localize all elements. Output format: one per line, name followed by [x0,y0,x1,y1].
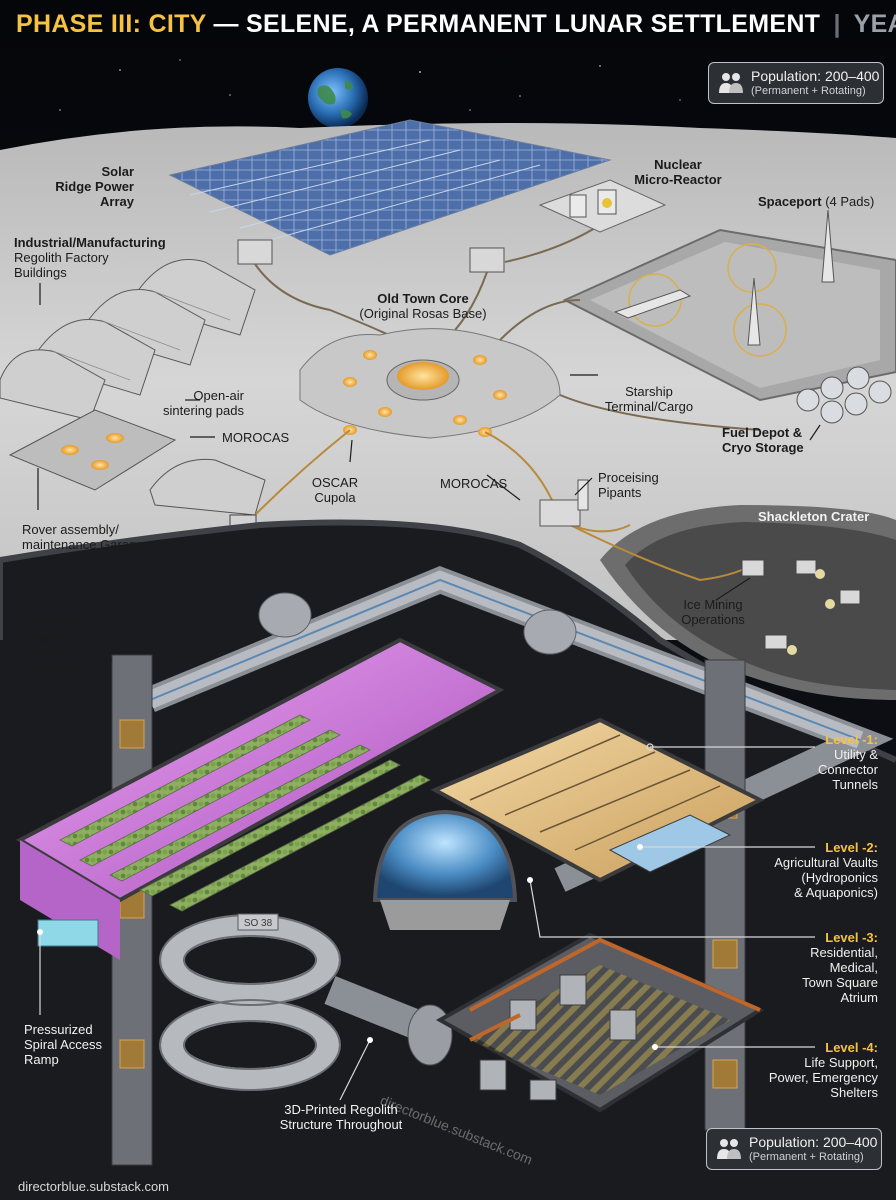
label-ice-mining: Ice Mining Operations [681,597,745,627]
label-industrial: Industrial/Manufacturing Regolith Factor… [14,235,166,280]
label-nuclear-reactor: Nuclear Micro-Reactor [634,157,722,187]
label-morocas-mid: MOROCAS [440,476,508,491]
level-2-label: Level -2: Agricultural Vaults (Hydroponi… [774,840,878,900]
title-dash: — [213,10,239,38]
population-value: Population: 200–400 [749,1134,878,1150]
level-1-label: Level -1: Utility & Connector Tunnels [818,732,878,792]
title-bar: PHASE III: CITY — SELENE, A PERMANENT LU… [0,0,896,50]
label-starship-terminal: Starship Terminal/Cargo [604,384,694,414]
label-oscar-cupola: OSCAR Cupola [311,475,359,505]
label-old-town-core: Old Town Core (Original Rosas Base) [359,291,487,321]
title-phase: PHASE III: CITY [16,10,207,38]
label-spaceport: Spaceport (4 Pads) [758,194,875,209]
page-title: PHASE III: CITY — SELENE, A PERMANENT LU… [16,10,896,39]
label-fuel-depot: Fuel Depot & Cryo Storage [722,425,804,455]
population-note: (Permanent + Rotating) [751,85,866,97]
title-name: SELENE, A PERMANENT LUNAR SETTLEMENT [246,10,821,38]
label-printed-structure-bottom: 3D-Printed Regolith Structure Throughout [279,1102,403,1132]
label-sintering-pads: Open-air sintering pads [163,388,244,418]
population-note: (Permanent + Rotating) [749,1151,864,1163]
people-icon [719,73,743,93]
label-spiral-ramp: Pressurized Spiral Access Ramp [24,1022,103,1067]
label-processing-plants: Proceising Pipants [598,470,659,500]
label-printed-structure-top: 3D-Printed Regolith Structure Throughout [22,615,89,675]
label-solar-array: Solar Ridge Power Array [55,164,134,209]
population-badge-top: Population: 200–400 (Permanent + Rotatin… [708,62,884,104]
title-years: YEARS 5–20 [853,10,896,38]
ramp-sign: SO 38 [244,918,273,929]
population-value: Population: 200–400 [751,68,880,84]
credit-link[interactable]: directorblue.substack.com [18,1179,170,1194]
title-separator: | [833,10,841,38]
level-3-label: Level -3: Residential, Medical, Town Squ… [802,930,878,1005]
label-rover-garage: Rover assembly/ maintenance Garage [22,522,144,552]
level-4-label: Level -4: Life Support, Power, Emergency… [768,1040,878,1100]
people-icon [717,1139,741,1159]
label-shackleton-crater: Shackleton Crater [758,509,870,524]
label-morocas-left: MOROCAS [222,430,290,445]
population-badge-bottom: Population: 200–400 (Permanent + Rotatin… [706,1128,882,1170]
